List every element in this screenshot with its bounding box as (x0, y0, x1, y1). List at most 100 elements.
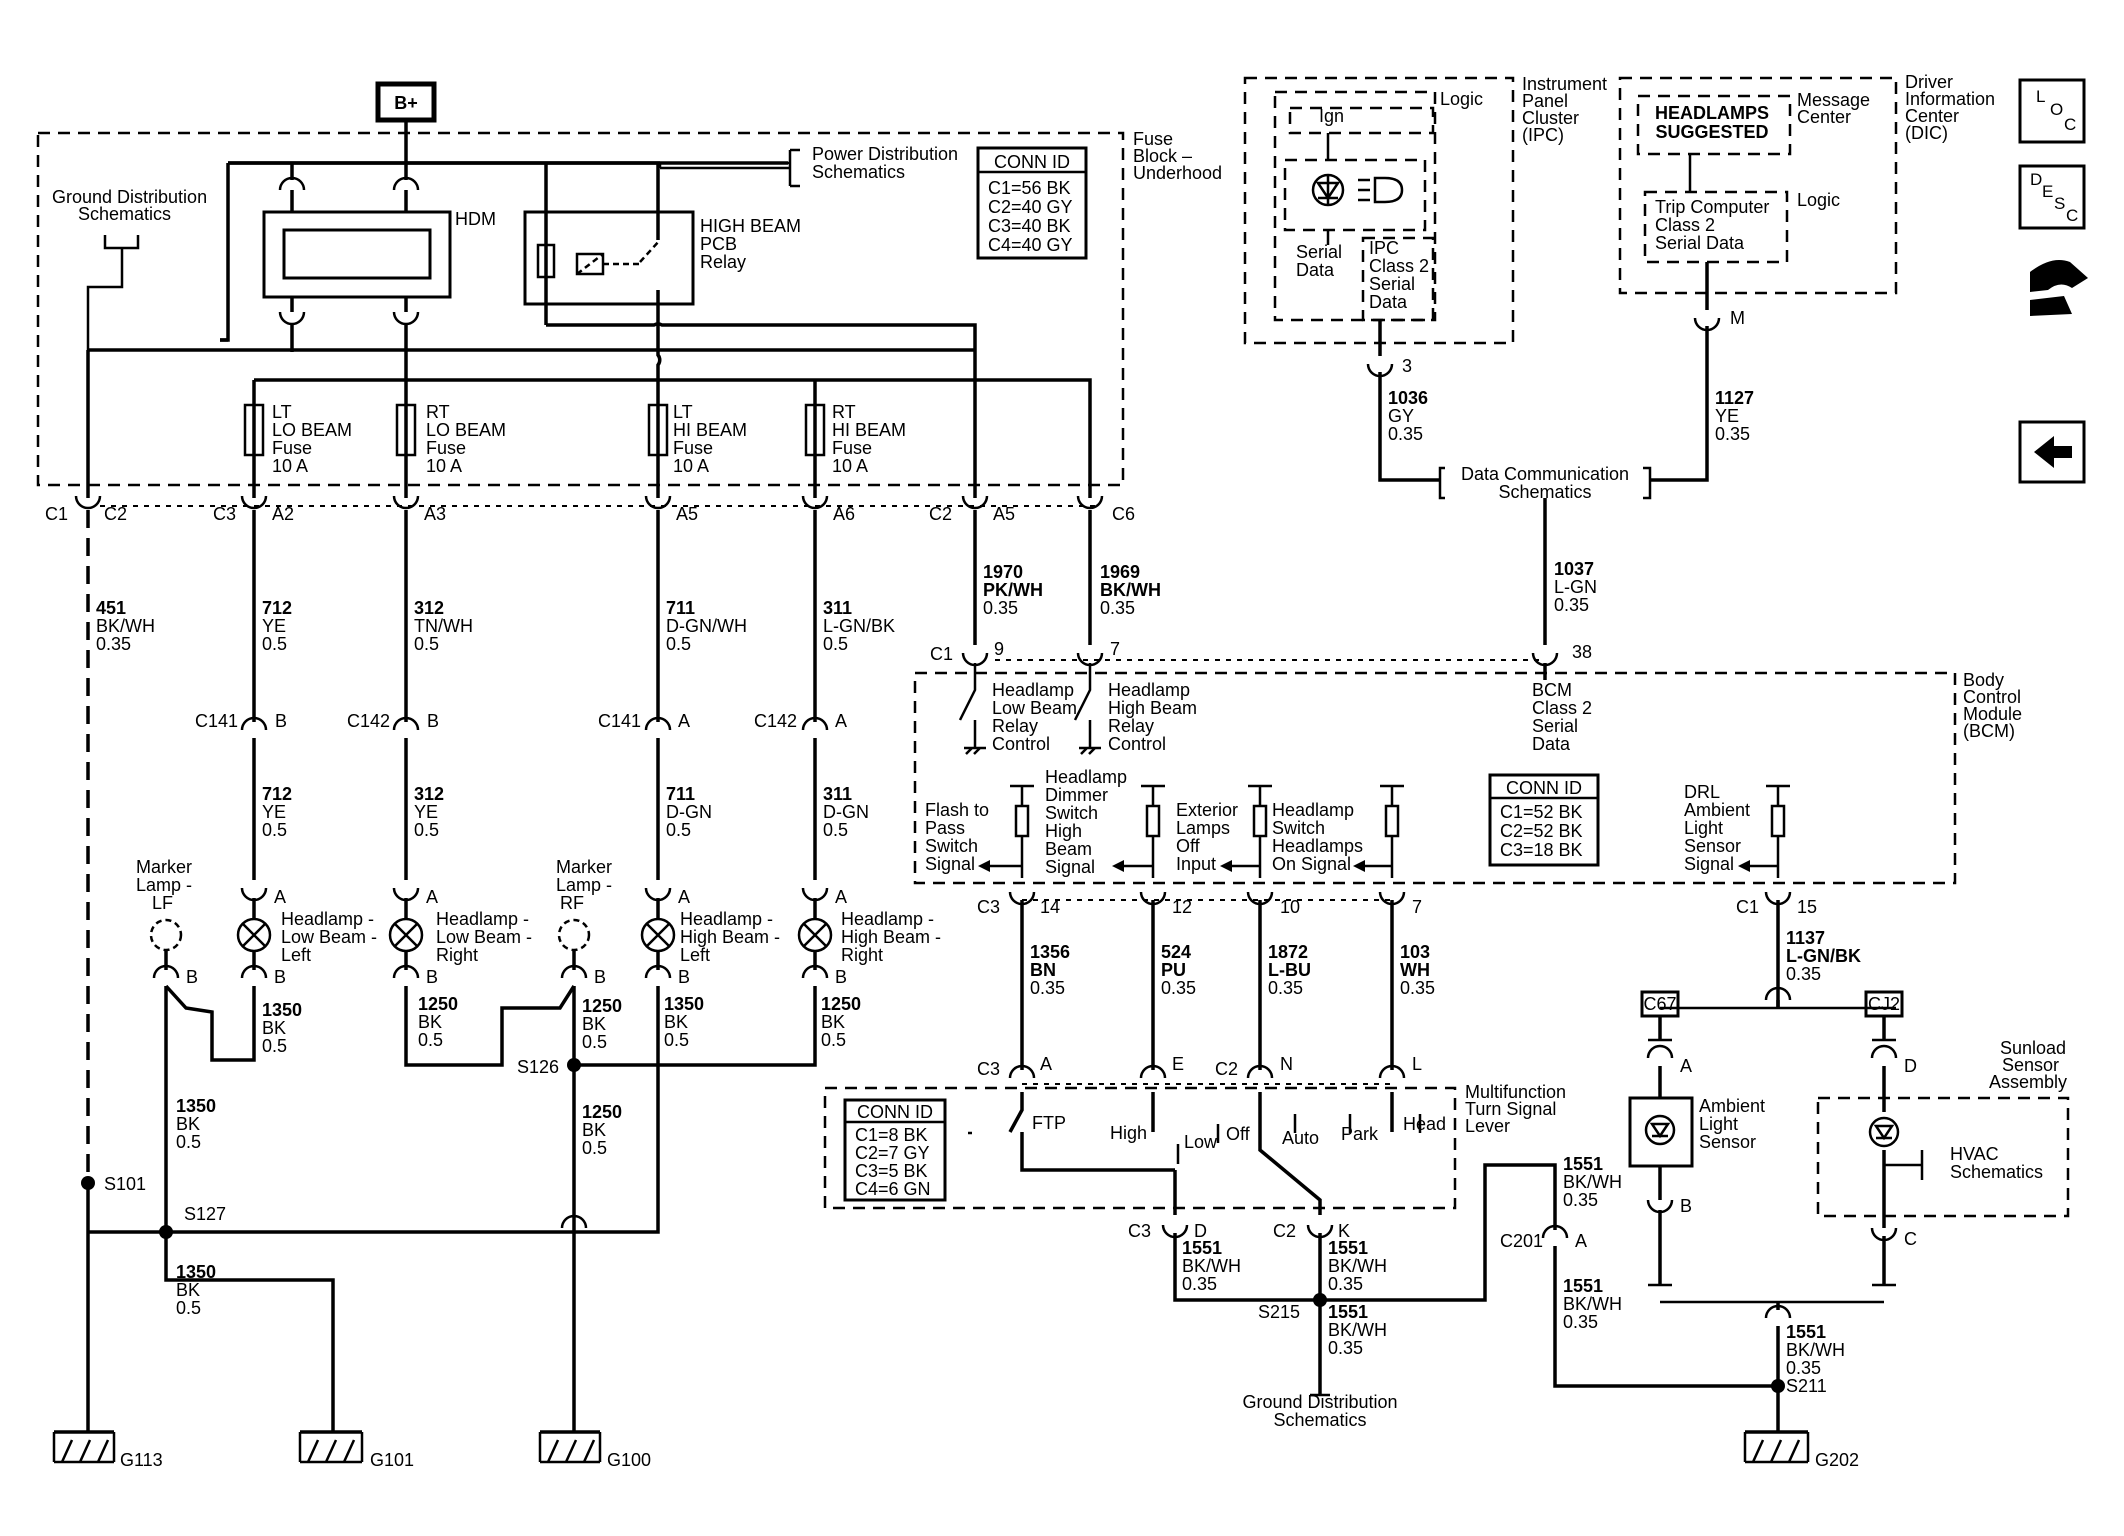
svg-text:0.5: 0.5 (414, 634, 439, 654)
svg-text:Park: Park (1341, 1124, 1379, 1144)
svg-text:Marker: Marker (556, 857, 612, 877)
dic-name-2: Information (1905, 89, 1995, 109)
svg-text:B: B (426, 967, 438, 987)
svg-text:Low Beam -: Low Beam - (281, 927, 377, 947)
svg-text:0.5: 0.5 (664, 1030, 689, 1050)
nav-desc-button[interactable]: D E S C (2018, 164, 2086, 230)
svg-text:G113: G113 (120, 1450, 163, 1470)
svg-text:Signal: Signal (1684, 854, 1734, 874)
svg-text:1137: 1137 (1786, 928, 1825, 948)
svg-text:High Beam -: High Beam - (841, 927, 941, 947)
svg-text:N: N (1280, 1054, 1293, 1074)
ipc-class2-label: IPC (1369, 238, 1399, 258)
svg-text:B: B (1680, 1196, 1692, 1216)
svg-text:BK/WH: BK/WH (1182, 1256, 1241, 1276)
svg-text:1250: 1250 (582, 996, 622, 1016)
svg-text:Headlamp -: Headlamp - (281, 909, 374, 929)
svg-text:Auto: Auto (1282, 1128, 1319, 1148)
b-plus-label: B+ (394, 93, 418, 113)
nav-connector-view-button[interactable] (2030, 259, 2088, 316)
gds-top-label-2: Schematics (78, 204, 171, 224)
svg-text:M: M (1730, 308, 1745, 328)
svg-text:0.5: 0.5 (176, 1132, 201, 1152)
svg-text:Light: Light (1684, 818, 1723, 838)
svg-text:10 A: 10 A (272, 456, 308, 476)
svg-text:Fuse: Fuse (426, 438, 466, 458)
svg-text:0.35: 0.35 (1563, 1312, 1598, 1332)
nav-loc-button[interactable]: L O C (2018, 78, 2086, 144)
svg-text:BK: BK (262, 1018, 286, 1038)
svg-text:L: L (1412, 1054, 1422, 1074)
bcm-input-labels: Flash to Pass Switch Signal Headlamp Dim… (925, 767, 1750, 877)
svg-text:0.5: 0.5 (262, 634, 287, 654)
svg-text:10: 10 (1280, 897, 1300, 917)
ipc-name-2: Panel (1522, 91, 1568, 111)
svg-text:High: High (1045, 821, 1082, 841)
ipc-name-3: Cluster (1522, 108, 1579, 128)
dic-name-1: Driver (1905, 72, 1953, 92)
bcm-conn-id-row: C3=18 BK (1500, 840, 1583, 860)
svg-text:BK: BK (176, 1114, 200, 1134)
svg-text:10 A: 10 A (426, 456, 462, 476)
svg-text:0.35: 0.35 (1786, 1358, 1821, 1378)
svg-text:C1: C1 (930, 644, 953, 664)
svg-text:0.5: 0.5 (666, 634, 691, 654)
svg-text:HI BEAM: HI BEAM (832, 420, 906, 440)
svg-text:1036: 1036 (1388, 388, 1428, 408)
gds-bottom-label: Schematics (1273, 1410, 1366, 1430)
fuse-conn-id-row: C3=40 BK (988, 216, 1071, 236)
relay-label-2: PCB (700, 234, 737, 254)
svg-text:0.35: 0.35 (1328, 1338, 1363, 1358)
svg-text:Relay: Relay (1108, 716, 1154, 736)
fuse-block-name-3: Underhood (1133, 163, 1222, 183)
svg-text:0.35: 0.35 (1786, 964, 1821, 984)
dic-message-line: SUGGESTED (1655, 122, 1768, 142)
svg-text:Headlamp: Headlamp (1045, 767, 1127, 787)
svg-text:0.5: 0.5 (823, 634, 848, 654)
bcm-name-4: (BCM) (1963, 721, 2015, 741)
mfs-conn-id-row: C2=7 GY (855, 1143, 930, 1163)
svg-text:L-GN: L-GN (1554, 577, 1597, 597)
nav-back-button[interactable] (2018, 420, 2086, 484)
svg-text:C141: C141 (195, 711, 238, 731)
svg-text:7: 7 (1110, 639, 1120, 659)
svg-text:Headlamp -: Headlamp - (841, 909, 934, 929)
fuse-block-boundary (36, 131, 1125, 487)
svg-text:C142: C142 (347, 711, 390, 731)
svg-text:BK/WH: BK/WH (1328, 1320, 1387, 1340)
svg-text:D: D (1194, 1221, 1207, 1241)
svg-text:BK/WH: BK/WH (1563, 1172, 1622, 1192)
dic-message-center-label: Center (1797, 107, 1851, 127)
svg-text:711: 711 (666, 784, 695, 804)
svg-text:0.35: 0.35 (96, 634, 131, 654)
svg-text:524: 524 (1161, 942, 1191, 962)
connector-icon (2030, 259, 2088, 316)
svg-text:Fuse: Fuse (272, 438, 312, 458)
bcm-conn-id-row: C2=52 BK (1500, 821, 1583, 841)
svg-text:S215: S215 (1258, 1302, 1300, 1322)
dcs-label: Data Communication (1461, 464, 1629, 484)
svg-text:BK: BK (582, 1120, 606, 1140)
svg-text:0.5: 0.5 (582, 1138, 607, 1158)
bcm-wire-labels: 1356 BN 0.35 524 PU 0.35 1872 L-BU 0.35 … (1030, 928, 1861, 998)
svg-text:Lamp -: Lamp - (556, 875, 612, 895)
svg-text:K: K (1338, 1221, 1350, 1241)
dic-message-center-label: Message (1797, 90, 1870, 110)
svg-text:Lamps: Lamps (1176, 818, 1230, 838)
svg-text:311: 311 (823, 598, 852, 618)
ground-symbols-left: G113 G101 G100 (52, 1180, 651, 1470)
nav-desc-letter: C (2066, 206, 2078, 225)
mfs-name-2: Turn Signal (1465, 1099, 1556, 1119)
svg-text:Class 2: Class 2 (1532, 698, 1592, 718)
fuse-conn-id-row: C2=40 GY (988, 197, 1073, 217)
svg-text:1872: 1872 (1268, 942, 1308, 962)
sunload-label-2: Sensor (2002, 1055, 2059, 1075)
svg-text:S126: S126 (517, 1057, 559, 1077)
hvac-schematics-label: HVAC (1950, 1144, 1999, 1164)
svg-text:1551: 1551 (1563, 1154, 1603, 1174)
trip-computer-label: Class 2 (1655, 215, 1715, 235)
svg-text:BK: BK (582, 1014, 606, 1034)
svg-text:0.35: 0.35 (1388, 424, 1423, 444)
mfs-bottom-pins: C3 D C2 K (1128, 1221, 1350, 1241)
ambient-sensor-label: Light (1699, 1114, 1738, 1134)
